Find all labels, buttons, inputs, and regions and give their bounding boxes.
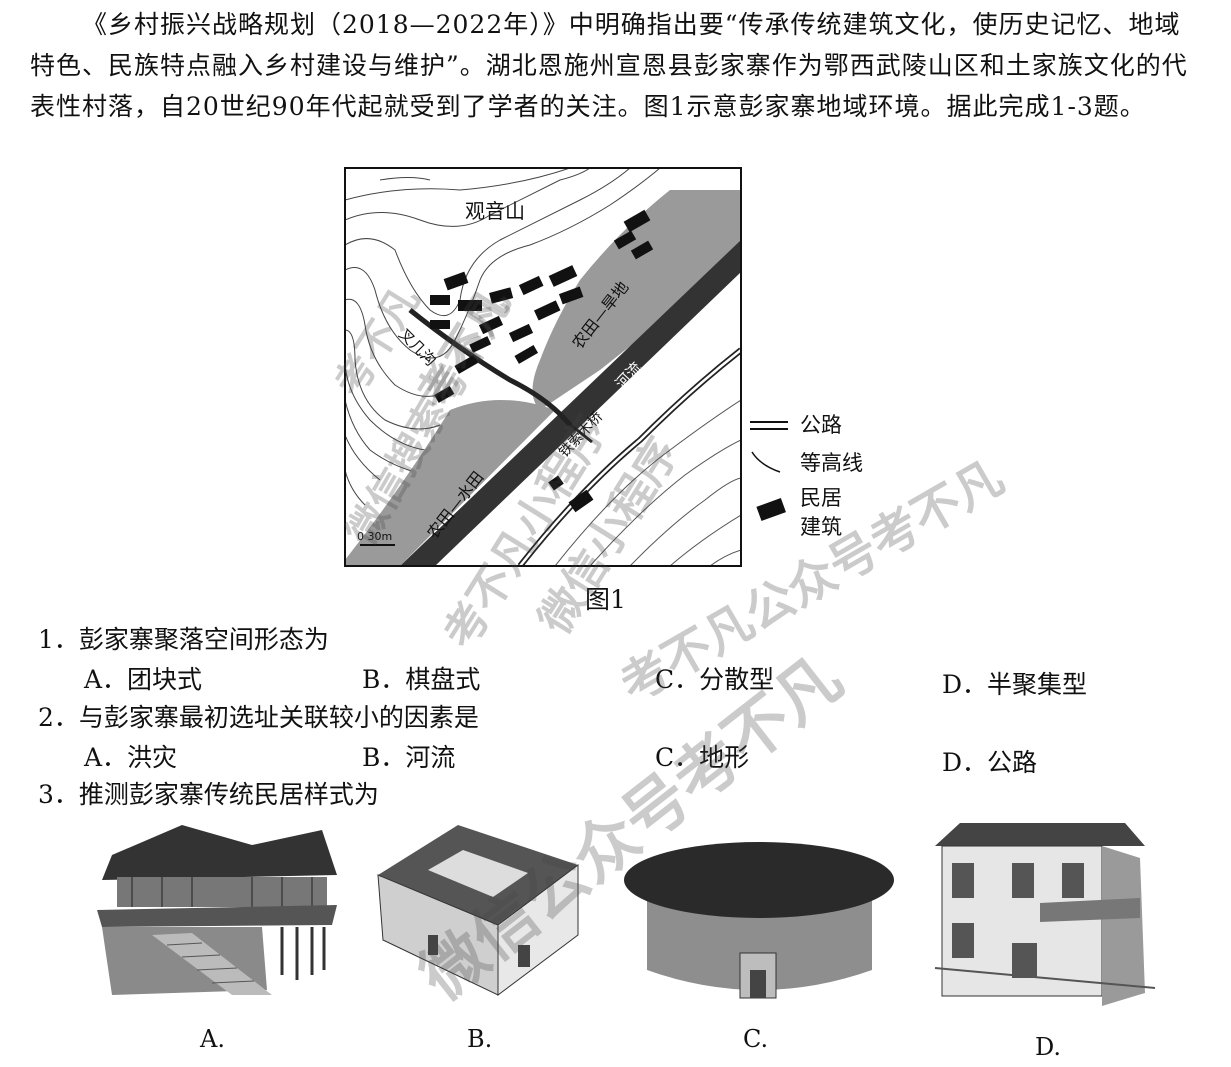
legend-contour-symbol <box>751 451 781 473</box>
earth-building-image <box>624 842 894 999</box>
figure-caption: 图1 <box>585 585 626 614</box>
question-2-option-a: A．洪灾 <box>84 743 178 772</box>
question-1-option-b: B．棋盘式 <box>362 665 481 694</box>
contour-lines-mountain <box>345 168 661 506</box>
bridge-line <box>561 416 593 444</box>
question-2-option-d: D．公路 <box>942 748 1038 777</box>
question-2-option-c: C．地形 <box>655 743 750 772</box>
question-1-option-a: A．团块式 <box>84 665 203 694</box>
ravine-path <box>408 308 572 427</box>
river-band <box>400 240 741 566</box>
dry-field-area <box>532 190 741 410</box>
buildings-cluster <box>430 209 654 513</box>
question-2-option-b: B．河流 <box>362 743 456 772</box>
intro-paragraph: 《乡村振兴战略规划（2018—2022年）》中明确指出要“传承传统建筑文化，使历… <box>30 10 1188 121</box>
image-choice-d: D. <box>1035 1033 1062 1061</box>
image-choice-c: C. <box>743 1025 769 1053</box>
legend-building-label-2: 建筑 <box>800 515 842 539</box>
legend-building-label-1: 民居 <box>800 486 842 510</box>
image-choice-a: A. <box>200 1025 225 1053</box>
question-3-stem: 3．推测彭家寨传统民居样式为 <box>38 780 379 809</box>
stilt-house-image <box>97 825 337 995</box>
map-legend: 公路 等高线 民居 建筑 <box>750 413 863 539</box>
blockhouse-image <box>934 823 1156 1006</box>
image-choice-b: B. <box>467 1025 493 1053</box>
question-2-stem: 2．与彭家寨最初选址关联较小的因素是 <box>38 703 479 732</box>
question-1-option-c: C．分散型 <box>655 665 775 694</box>
paddy-field-area <box>345 400 555 566</box>
question-1-option-d: D．半聚集型 <box>942 670 1088 699</box>
legend-building-symbol <box>756 497 786 521</box>
question-1-stem: 1．彭家寨聚落空间形态为 <box>38 625 329 654</box>
legend-road-label: 公路 <box>800 413 842 437</box>
map-frame <box>344 167 742 567</box>
label-mountain: 观音山 <box>465 199 525 223</box>
courtyard-house-image <box>377 825 579 996</box>
contour-lines-lower <box>554 399 741 566</box>
scale-label: 0 30m <box>357 530 392 543</box>
village-map-figure: 观音山 叉几沟 农田—旱地 农田—水田 河流 铁索木桥 0 30m 公路 等高线… <box>344 167 863 567</box>
legend-contour-label: 等高线 <box>800 451 863 475</box>
